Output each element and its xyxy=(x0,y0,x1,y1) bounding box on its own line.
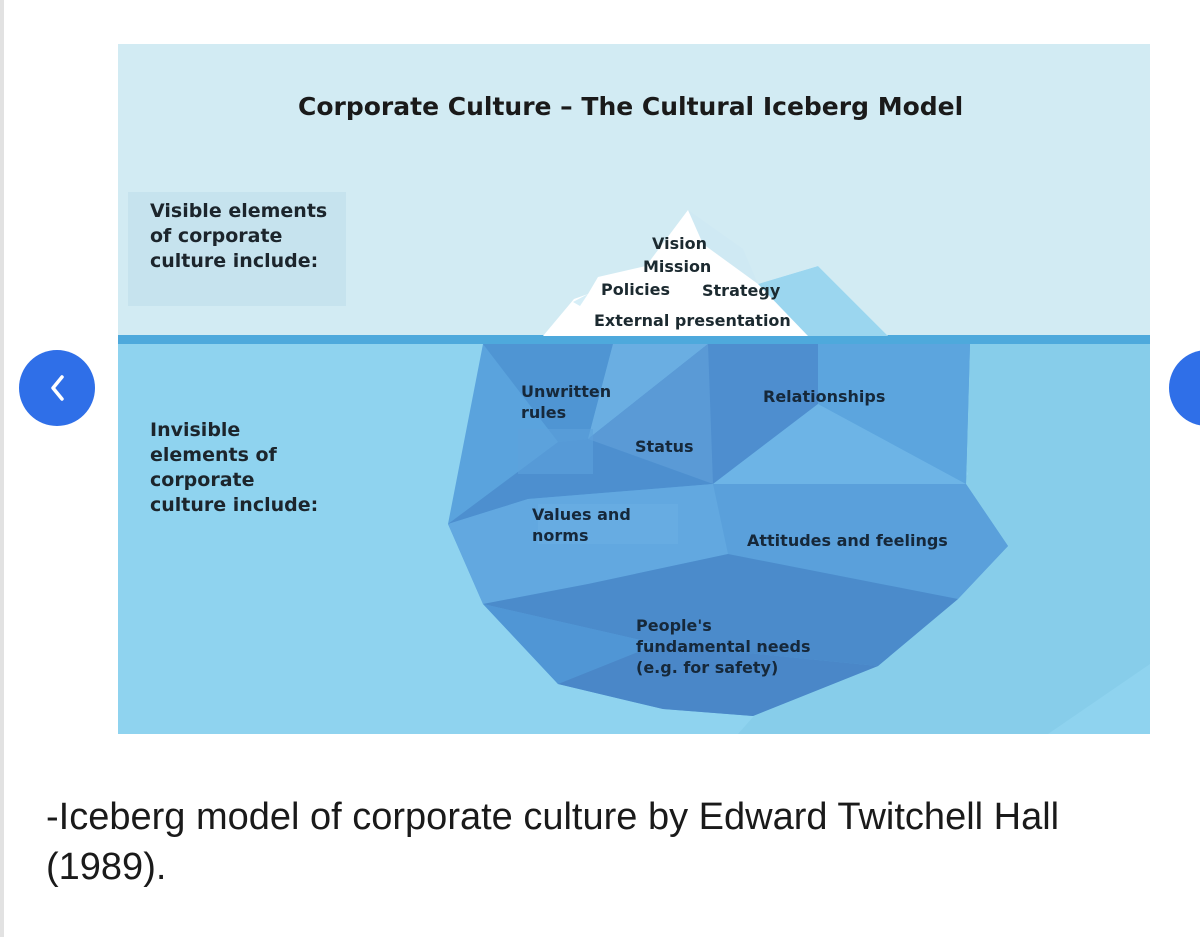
invisible-elements-label: Invisible elements of corporate culture … xyxy=(150,419,319,516)
iceberg-illustration xyxy=(118,44,1150,734)
values-and-norms-label: Values and norms xyxy=(532,505,631,545)
fundamental-needs-label: People's fundamental needs (e.g. for saf… xyxy=(636,616,811,677)
iceberg-tip-shade-peak xyxy=(688,210,758,284)
chevron-right-icon xyxy=(1169,350,1200,426)
policies-label: Policies xyxy=(601,280,671,299)
iceberg-facet xyxy=(713,484,1008,599)
iceberg-facet xyxy=(483,604,658,684)
external-presentation-label: External presentation xyxy=(594,311,791,330)
iceberg-facet xyxy=(713,404,966,484)
visible-elements-label: Visible elements of corporate culture in… xyxy=(150,200,328,272)
iceberg-facet xyxy=(518,429,593,474)
attitudes-and-feelings-label: Attitudes and feelings xyxy=(747,531,948,550)
visible-label-panel xyxy=(128,192,346,306)
previous-image-button[interactable] xyxy=(19,350,95,426)
iceberg-tip-shade-right xyxy=(758,266,888,336)
diagram-title: Corporate Culture – The Cultural Iceberg… xyxy=(298,92,964,121)
mission-label: Mission xyxy=(643,257,712,276)
next-image-button[interactable] xyxy=(1169,350,1200,426)
unwritten-rules-label: Unwritten rules xyxy=(521,382,612,422)
iceberg-facet xyxy=(483,554,958,666)
iceberg-facet xyxy=(588,344,713,484)
iceberg-facet xyxy=(448,439,713,524)
page-edge xyxy=(0,0,4,937)
iceberg-facet xyxy=(448,484,728,604)
vision-label: Vision xyxy=(652,234,707,253)
iceberg-diagram: Corporate Culture – The Cultural Iceberg… xyxy=(118,44,1150,734)
iceberg-facet xyxy=(818,344,970,484)
image-caption: -Iceberg model of corporate culture by E… xyxy=(46,796,1060,888)
relationships-label: Relationships xyxy=(763,387,886,406)
iceberg-tip-shade-left xyxy=(573,294,588,306)
iceberg-facet xyxy=(558,644,878,716)
chevron-left-icon xyxy=(51,375,64,401)
status-label: Status xyxy=(635,437,694,456)
waterline xyxy=(118,335,1150,344)
iceberg-facet xyxy=(483,344,613,442)
strategy-label: Strategy xyxy=(702,281,781,300)
iceberg-facet xyxy=(538,504,678,544)
